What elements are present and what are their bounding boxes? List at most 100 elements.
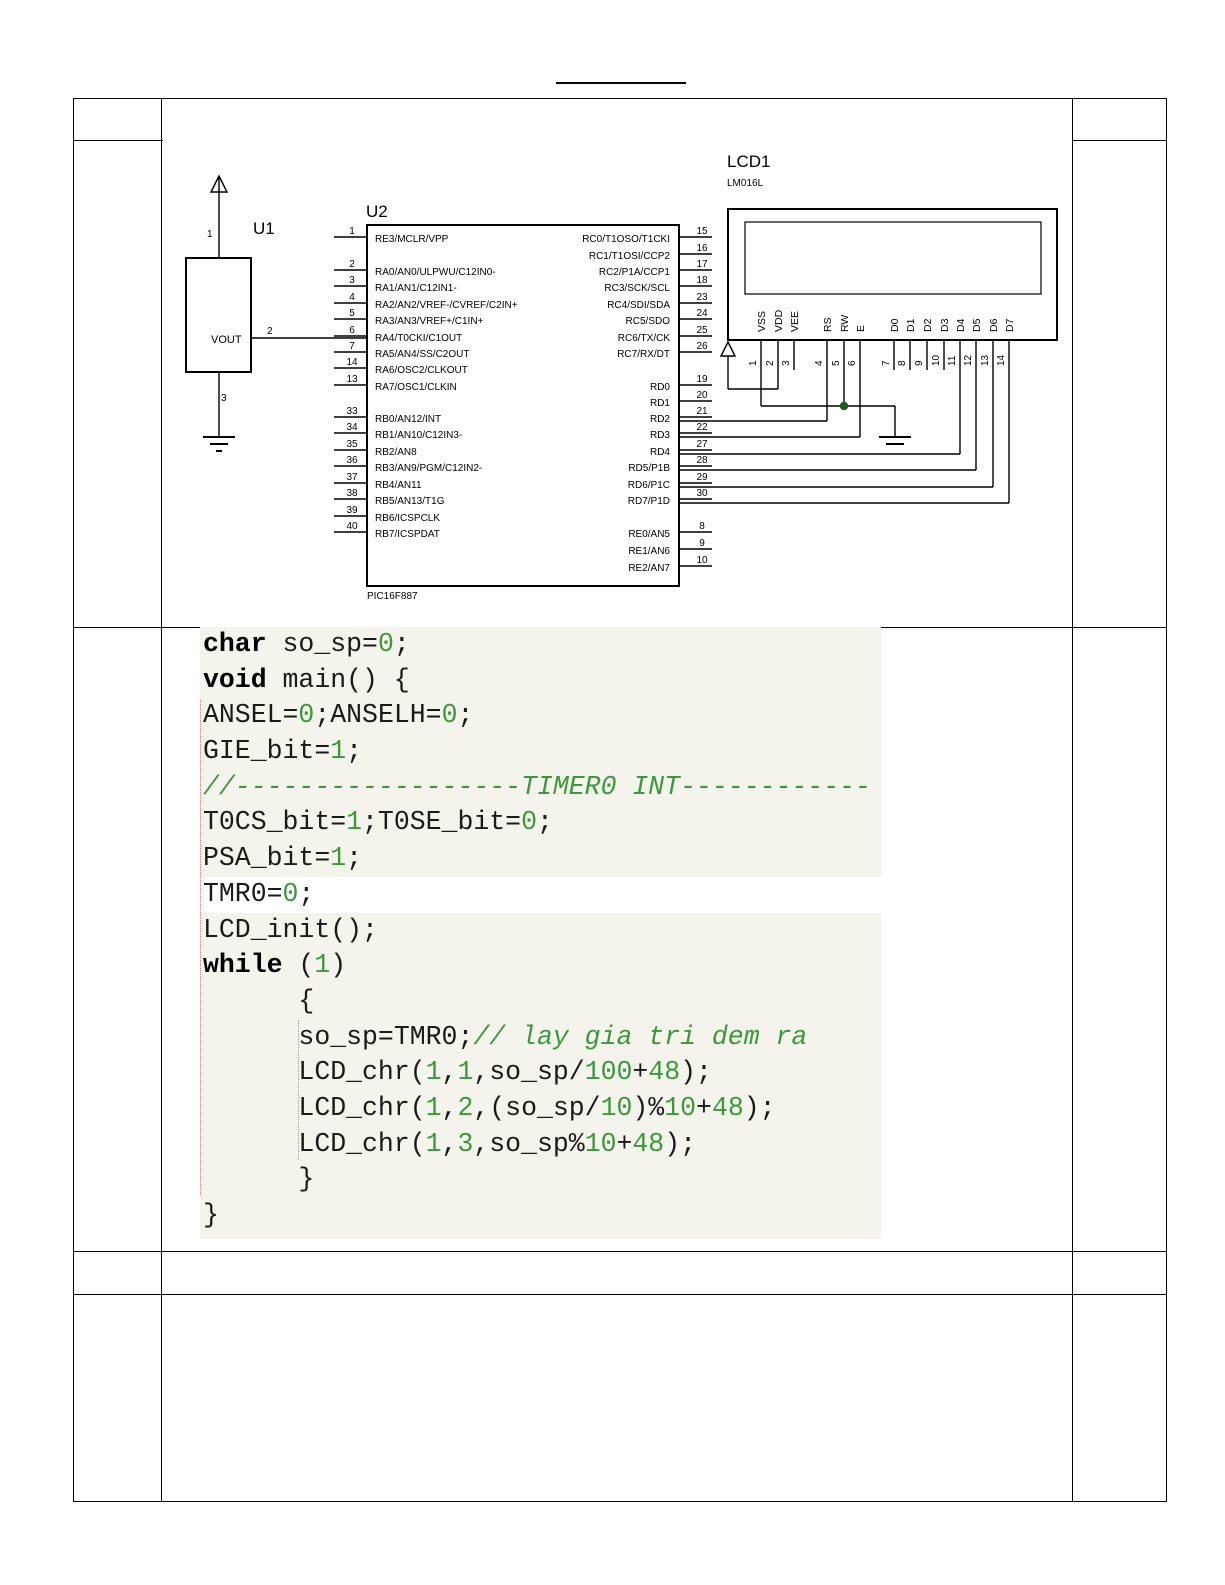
code-token: char — [203, 629, 267, 659]
lcd-pin-name: D1 — [905, 318, 917, 332]
u2-pin-name: RA6/OSC2/CLKOUT — [375, 365, 468, 376]
u2-pin-number: 29 — [696, 472, 708, 483]
code-token: 1 — [346, 807, 363, 838]
u2-pin-number: 18 — [696, 275, 708, 286]
code-token: , — [441, 1092, 458, 1123]
code-token: ; — [393, 629, 410, 659]
code-token: ( — [282, 950, 315, 981]
title-underline — [556, 82, 686, 84]
u2-pin-name: RE2/AN7 — [628, 563, 670, 574]
code-token: T0CS_bit= — [203, 807, 347, 838]
u2-pin-name: RC6/TX/CK — [618, 333, 671, 344]
u2-pin-name: RA0/AN0/ULPWU/C12IN0- — [375, 267, 496, 278]
u2-pin-number: 36 — [346, 455, 358, 466]
code-token: ,so_sp% — [473, 1128, 585, 1159]
code-token: ); — [743, 1092, 776, 1123]
code-token: 1 — [314, 950, 331, 981]
code-line: T0CS_bit=1;T0SE_bit=0; — [203, 805, 881, 841]
u2-pin-number: 27 — [696, 439, 708, 450]
code-token: ; — [457, 700, 474, 731]
u2-pin-name: RE0/AN5 — [628, 529, 670, 540]
code-token: void — [203, 664, 267, 695]
code-token: 1 — [425, 1128, 442, 1159]
code-line: while (1) — [203, 948, 881, 984]
code-line: void main() { — [203, 663, 881, 699]
u2-pin-name: RA5/AN4/SS/C2OUT — [375, 349, 469, 360]
code-token: ,so_sp/ — [473, 1057, 585, 1088]
u2-pin-number: 28 — [696, 455, 708, 466]
lcd-pin-number: 7 — [881, 360, 892, 366]
code-token: ;ANSELH= — [314, 700, 442, 731]
u2-pin-number: 23 — [696, 292, 708, 303]
lcd-pin-number: 8 — [897, 360, 908, 366]
code-token: ; — [298, 878, 315, 909]
lcd-pin-number: 13 — [980, 354, 991, 366]
code-token: ANSEL= — [203, 700, 299, 731]
lcd-part-name: LM016L — [727, 178, 764, 189]
code-token: 0 — [282, 878, 299, 909]
u2-pin-name: RE1/AN6 — [628, 546, 670, 557]
u2-pin-name: RA2/AN2/VREF-/CVREF/C2IN+ — [375, 300, 518, 311]
code-token: 1 — [425, 1092, 442, 1123]
code-token: so_sp=TMR0; — [203, 1021, 474, 1052]
u2-pin-number: 9 — [699, 538, 705, 549]
code-token: LCD_chr( — [203, 1092, 426, 1123]
u1-pin-number: 1 — [207, 229, 213, 240]
u2-pin-number: 2 — [349, 259, 355, 270]
lcd-pin-number: 4 — [814, 360, 825, 366]
code-token: 48 — [648, 1057, 681, 1088]
code-line: } — [203, 1162, 881, 1198]
u2-pin-name: RC5/SDO — [626, 316, 671, 327]
code-token: 0 — [377, 629, 394, 659]
u2-pin-number: 21 — [696, 406, 708, 417]
u2-pin-name: RB5/AN13/T1G — [375, 496, 445, 507]
u2-pin-number: 8 — [699, 521, 705, 532]
u2-pin-name: RB6/ICSPCLK — [375, 513, 440, 524]
code-line: LCD_chr(1,3,so_sp%10+48); — [203, 1127, 881, 1163]
lcd-pin-number: 10 — [931, 354, 942, 366]
u2-pin-number: 34 — [346, 422, 358, 433]
code-margin-line — [200, 700, 201, 1195]
u2-pin-name: RC1/T1OSI/CCP2 — [589, 251, 671, 262]
code-token: + — [696, 1092, 712, 1123]
code-token: // lay gia tri dem ra — [473, 1021, 808, 1052]
u2-pin-number: 5 — [349, 308, 355, 319]
u2-pin-name: RB4/AN11 — [375, 480, 422, 491]
lcd-pin-number: 1 — [748, 360, 759, 366]
lcd-pin-name: VSS — [756, 311, 768, 332]
code-token: TMR0= — [203, 878, 283, 909]
u2-pin-number: 3 — [349, 275, 355, 286]
u2-pin-number: 26 — [696, 341, 708, 352]
lcd-pin-number: 6 — [847, 360, 858, 366]
code-token: so_sp= — [266, 629, 378, 659]
code-token: 3 — [457, 1128, 474, 1159]
u2-pin-number: 16 — [696, 243, 708, 254]
u2-pin-number: 24 — [696, 308, 708, 319]
code-listing: char so_sp=0;void main() {ANSEL=0;ANSELH… — [203, 627, 881, 1234]
code-token: } — [203, 1200, 219, 1230]
lcd-pin-number: 3 — [781, 360, 792, 366]
u2-pin-number: 38 — [346, 488, 358, 499]
code-token: 48 — [711, 1092, 744, 1123]
circuit-schematic: U1VOUT123U2PIC16F8871RE3/MCLR/VPP2RA0/AN… — [185, 152, 1058, 602]
lcd-pin-number: 14 — [996, 354, 1007, 366]
code-token: LCD_chr( — [203, 1128, 426, 1159]
code-line: ANSEL=0;ANSELH=0; — [203, 698, 881, 734]
u2-pin-name: RA4/T0CKI/C1OUT — [375, 333, 462, 344]
code-token: )% — [632, 1092, 665, 1123]
u2-pin-name: RB1/AN10/C12IN3- — [375, 430, 462, 441]
code-token: 48 — [632, 1128, 665, 1159]
code-token: PSA_bit= — [203, 843, 331, 874]
code-token: 1 — [330, 843, 347, 874]
code-line: LCD_chr(1,1,so_sp/100+48); — [203, 1055, 881, 1091]
code-token: ; — [536, 807, 553, 838]
u2-pin-number: 15 — [696, 226, 708, 237]
u2-pin-name: RC4/SDI/SDA — [607, 300, 670, 311]
u2-pin-number: 33 — [346, 406, 358, 417]
code-token: , — [441, 1057, 458, 1088]
u2-pin-number: 6 — [349, 325, 355, 336]
u2-pin-name: RD4 — [650, 447, 670, 458]
u2-pin-number: 30 — [696, 488, 708, 499]
lcd-pin-name: D2 — [922, 318, 934, 332]
lcd-pin-name: D6 — [988, 318, 1000, 332]
